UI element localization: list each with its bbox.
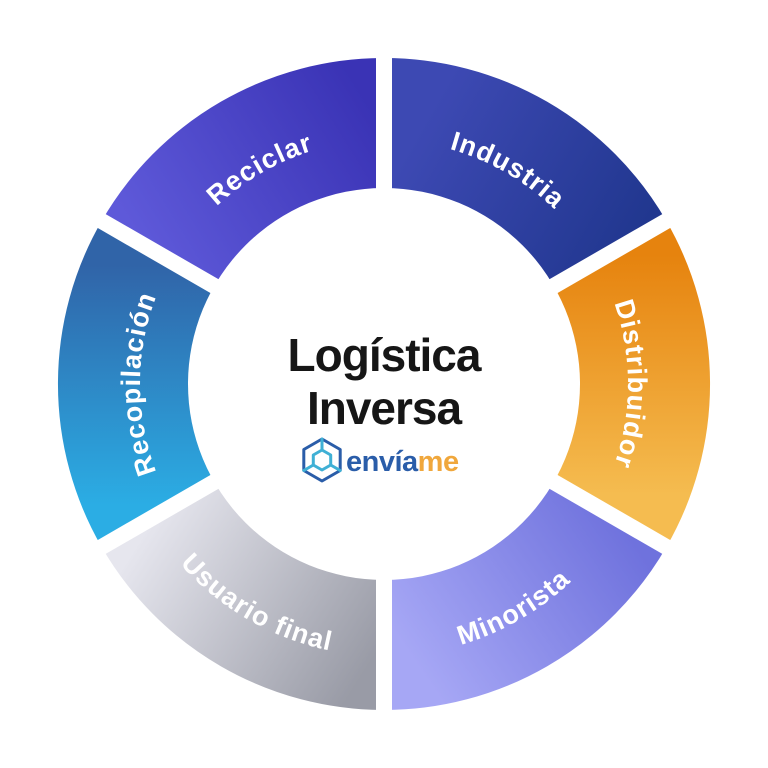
diagram-title: Logística Inversa [288, 329, 483, 434]
diagram-title-line-2: Inversa [307, 382, 463, 434]
enviame-wordmark-primary: envía [346, 446, 419, 478]
diagram-title-line-1: Logística [288, 329, 482, 381]
center-hole [188, 188, 580, 580]
enviame-wordmark: envíame [346, 446, 459, 478]
enviame-wordmark-secondary: me [418, 446, 459, 478]
enviame-hexagon-icon [302, 437, 342, 483]
enviame-logo: envíame [302, 437, 459, 483]
